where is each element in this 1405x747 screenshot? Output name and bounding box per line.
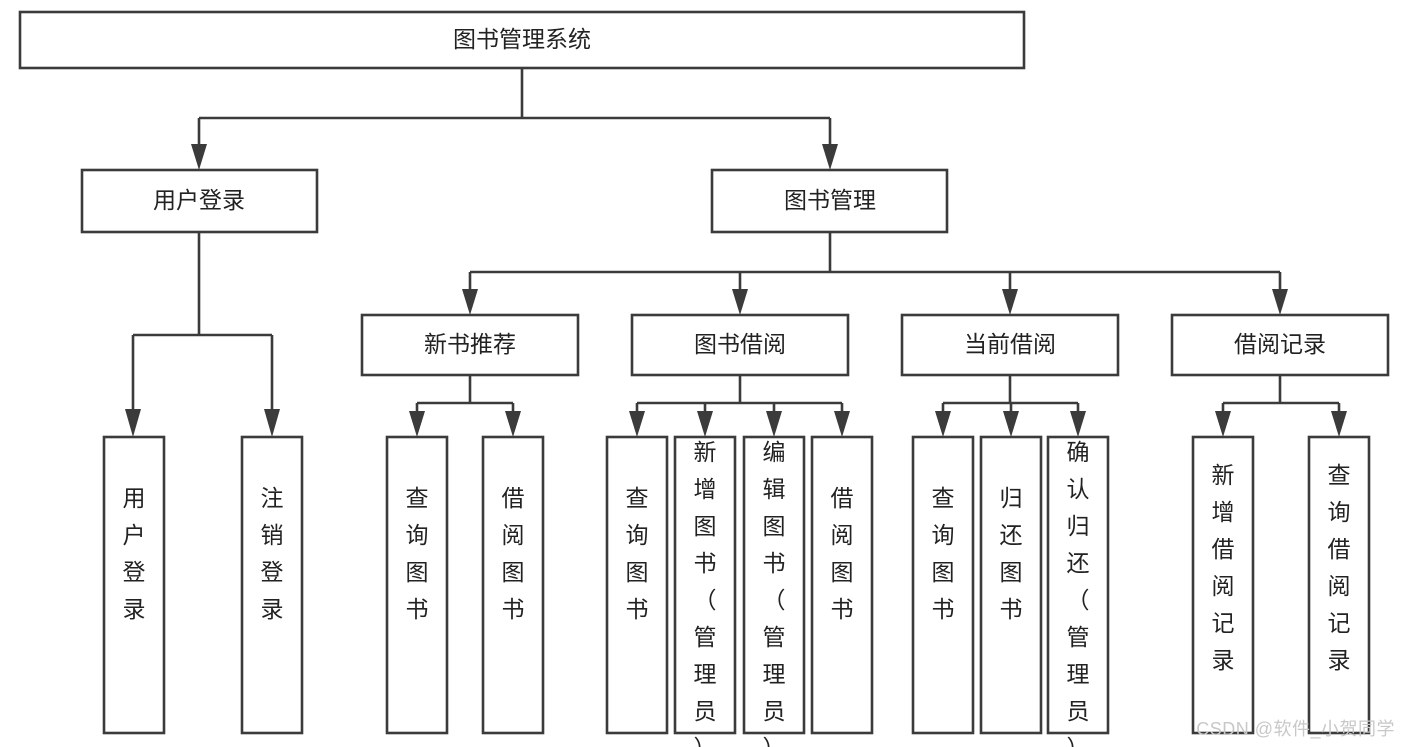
arrow-head-leaf-query-record [1331,411,1347,437]
node-user-login[interactable]: 用户登录 [80,168,319,234]
node-leaf-confirm-return[interactable]: 确认归还（管理员） [1046,435,1110,747]
node-leaf-query-book-2-label: 查询图书 [626,485,649,622]
arrow-head-borrow-record [1272,289,1288,315]
csdn-watermark: CSDN @软件_小贺同学 [1196,719,1395,739]
arrow-head-leaf-query-book-1 [409,411,425,437]
node-leaf-add-book-label: 新增图书（管理员） [694,439,717,747]
node-leaf-query-book-3-box[interactable] [911,435,975,735]
arrow-head-leaf-return-book [1003,411,1019,437]
node-leaf-return-book-box[interactable] [979,435,1043,735]
node-book-manage[interactable]: 图书管理 [710,168,949,234]
node-book-manage-box[interactable] [710,168,949,234]
node-borrow-record-box[interactable] [1170,313,1390,377]
node-leaf-query-book-3[interactable]: 查询图书 [911,435,975,735]
node-book-borrow-label: 图书借阅 [694,331,786,357]
node-current-borrow-box[interactable] [900,313,1120,377]
arrow-head-leaf-user-login [125,409,141,437]
arrow-head-leaf-logout-login [264,409,280,437]
node-leaf-edit-book-box[interactable] [742,435,806,735]
edge-group-book-borrow [629,375,850,437]
node-root[interactable]: 图书管理系统 [18,10,1026,70]
node-current-borrow[interactable]: 当前借阅 [900,313,1120,377]
node-book-borrow-box[interactable] [630,313,850,377]
node-leaf-add-book[interactable]: 新增图书（管理员） [673,435,737,747]
arrow-head-leaf-borrow-book-1 [505,411,521,437]
node-current-borrow-label: 当前借阅 [964,331,1056,357]
node-book-borrow[interactable]: 图书借阅 [630,313,850,377]
arrow-head-leaf-edit-book [766,411,782,437]
node-leaf-query-book-1-label: 查询图书 [406,485,429,622]
node-user-login-box[interactable] [80,168,319,234]
node-leaf-borrow-book-2-box[interactable] [810,435,874,735]
node-leaf-borrow-book-1-label: 借阅图书 [502,485,525,622]
arrow-head-leaf-add-record [1215,411,1231,437]
arrow-head-book-manage [822,144,838,170]
node-leaf-add-record[interactable]: 新增借阅记录 [1191,435,1255,735]
node-leaf-logout-login-box[interactable] [240,435,304,735]
edge-group-user-login [125,232,280,437]
arrow-head-leaf-query-book-3 [935,411,951,437]
node-leaf-return-book[interactable]: 归还图书 [979,435,1043,735]
node-user-login-label: 用户登录 [153,187,245,213]
arrow-head-leaf-confirm-return [1070,411,1086,437]
node-leaf-add-record-box[interactable] [1191,435,1255,735]
node-leaf-user-login-box[interactable] [102,435,166,735]
node-leaf-logout-login[interactable]: 注销登录 [240,435,304,735]
node-new-book-rec[interactable]: 新书推荐 [360,313,580,377]
node-leaf-borrow-book-1[interactable]: 借阅图书 [481,435,545,735]
node-leaf-confirm-return-box[interactable] [1046,435,1110,735]
edge-group-borrow-record [1215,375,1347,437]
node-leaf-logout-login-label: 注销登录 [261,485,284,622]
node-root-box[interactable] [18,10,1026,70]
node-leaf-query-record[interactable]: 查询借阅记录 [1307,435,1371,735]
node-leaf-borrow-book-2-label: 借阅图书 [831,485,854,622]
edge-group-new-book-rec [409,375,521,437]
node-borrow-record[interactable]: 借阅记录 [1170,313,1390,377]
node-book-manage-label: 图书管理 [784,187,876,213]
node-leaf-user-login-label: 用户登录 [123,485,146,622]
node-leaf-query-book-1-box[interactable] [385,435,449,735]
node-leaf-query-book-3-label: 查询图书 [932,485,955,622]
node-leaf-borrow-book-1-box[interactable] [481,435,545,735]
arrow-head-new-book-rec [462,289,478,315]
arrow-head-leaf-borrow-book-2 [834,411,850,437]
node-new-book-rec-label: 新书推荐 [424,331,516,357]
node-borrow-record-label: 借阅记录 [1234,331,1326,357]
node-leaf-borrow-book-2[interactable]: 借阅图书 [810,435,874,735]
node-leaf-return-book-label: 归还图书 [1000,485,1023,622]
node-root-label: 图书管理系统 [453,26,591,52]
arrow-head-leaf-add-book [697,411,713,437]
node-leaf-user-login[interactable]: 用户登录 [102,435,166,735]
node-leaf-query-book-2-box[interactable] [605,435,669,735]
node-leaf-add-book-box[interactable] [673,435,737,735]
node-leaf-query-record-label: 查询借阅记录 [1328,462,1351,673]
edge-group-book-manage [462,232,1288,315]
arrow-head-user-login [191,144,207,170]
node-leaf-confirm-return-label: 确认归还（管理员） [1067,439,1090,747]
node-leaf-query-book-2[interactable]: 查询图书 [605,435,669,735]
node-leaf-add-record-label: 新增借阅记录 [1212,462,1235,673]
edge-group-root [191,68,838,170]
node-leaf-edit-book-label: 编辑图书（管理员） [763,439,786,747]
node-leaf-query-record-box[interactable] [1307,435,1371,735]
arrow-head-leaf-query-book-2 [629,411,645,437]
edge-group-current-borrow [935,375,1086,437]
arrow-head-book-borrow [732,289,748,315]
arrow-head-current-borrow [1002,289,1018,315]
node-leaf-query-book-1[interactable]: 查询图书 [385,435,449,735]
node-new-book-rec-box[interactable] [360,313,580,377]
node-leaf-edit-book[interactable]: 编辑图书（管理员） [742,435,806,747]
